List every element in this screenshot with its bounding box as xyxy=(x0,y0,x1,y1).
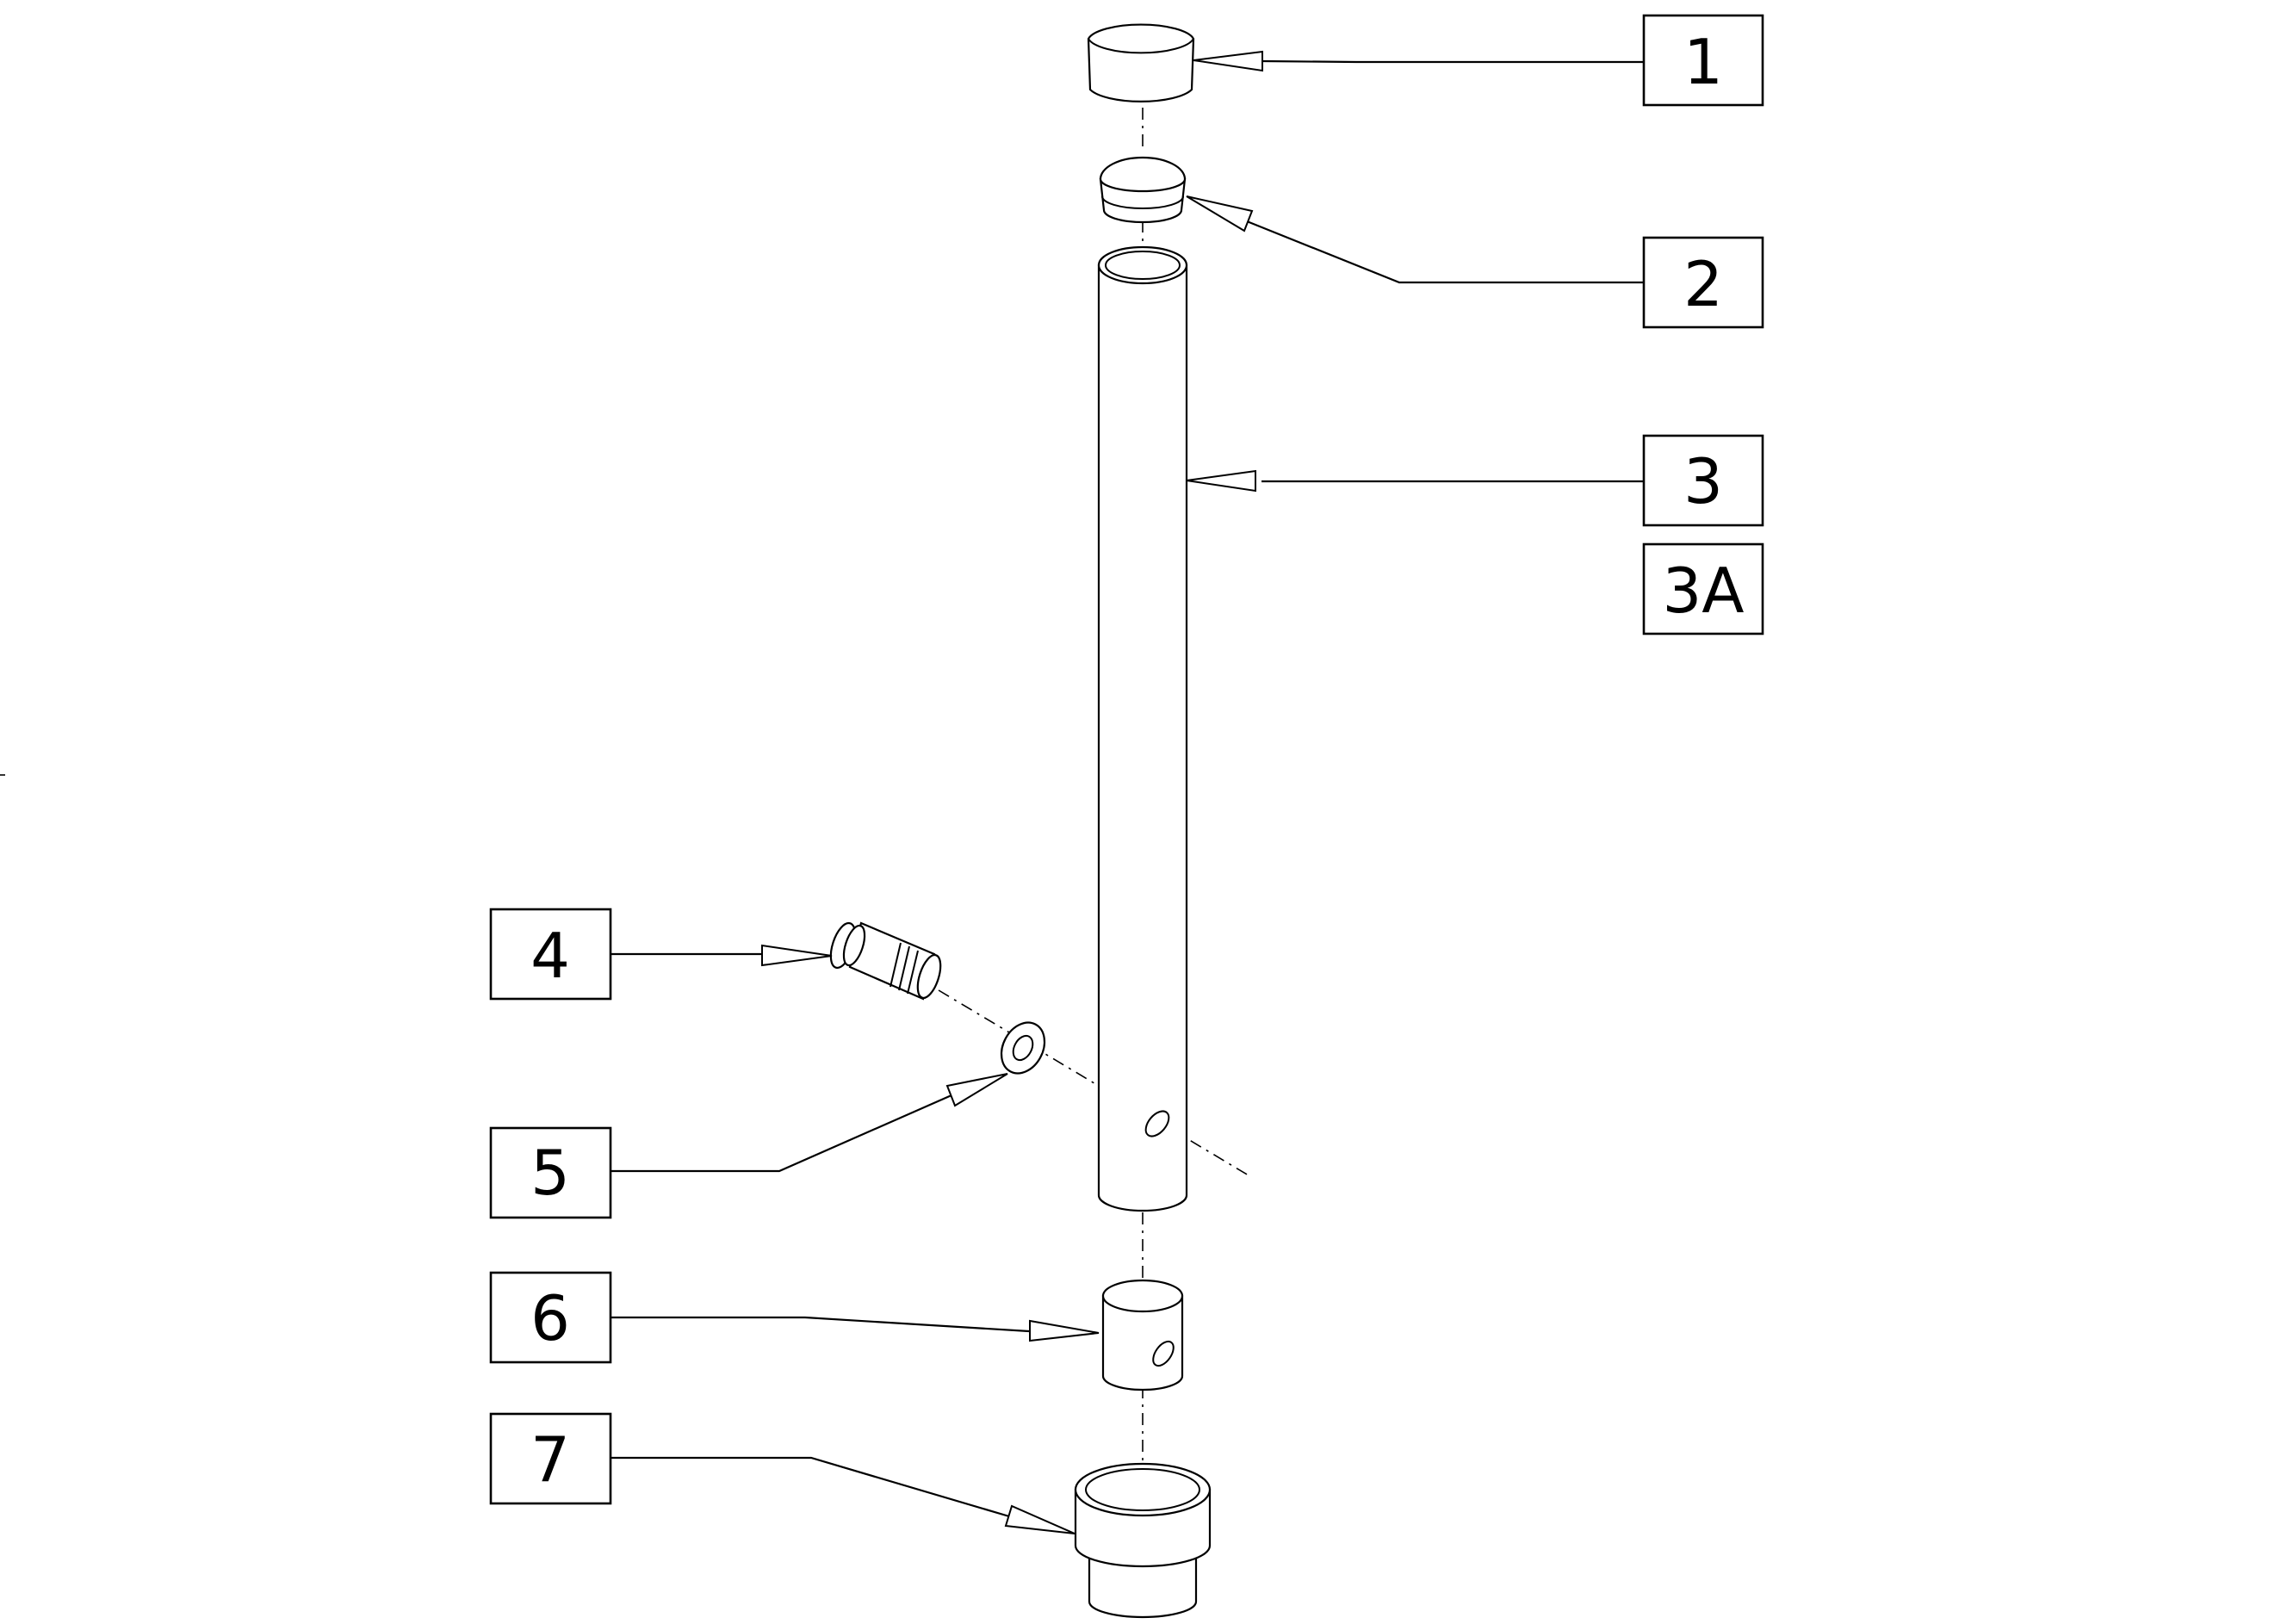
part-7-bottom-socket xyxy=(1074,1462,1212,1619)
callout-5: 5 xyxy=(489,1126,612,1219)
callout-6: 6 xyxy=(489,1271,612,1364)
part-5-washer xyxy=(1000,1021,1046,1075)
leader-1 xyxy=(1193,50,1644,72)
callout-4: 4 xyxy=(489,908,612,1001)
callout-2-label: 2 xyxy=(1683,248,1723,320)
part-2-plug xyxy=(1099,156,1187,224)
leader-4 xyxy=(611,944,833,967)
callout-7: 7 xyxy=(489,1412,612,1505)
center-axes xyxy=(0,108,1249,1481)
part-4-bolt xyxy=(829,921,942,1001)
part-6-collar xyxy=(1101,1279,1184,1392)
part-3-tube xyxy=(1097,245,1188,1212)
callout-6-label: 6 xyxy=(530,1282,570,1354)
callout-3A-label: 3A xyxy=(1662,555,1744,627)
callout-3: 3 xyxy=(1642,434,1764,527)
leader-5 xyxy=(611,1073,1008,1173)
callout-3-label: 3 xyxy=(1683,445,1723,518)
leader-2 xyxy=(1186,195,1644,284)
callout-1: 1 xyxy=(1642,14,1764,107)
callout-1-label: 1 xyxy=(1683,26,1723,98)
callout-7-label: 7 xyxy=(530,1423,570,1496)
callout-2: 2 xyxy=(1642,236,1764,329)
callout-3A: 3A xyxy=(1642,542,1764,635)
callout-4-label: 4 xyxy=(530,920,570,992)
leader-6 xyxy=(611,1316,1100,1342)
leader-7 xyxy=(611,1456,1076,1534)
part-1-top-cap xyxy=(1087,23,1195,102)
callout-5-label: 5 xyxy=(530,1137,570,1209)
leader-3 xyxy=(1186,469,1644,493)
